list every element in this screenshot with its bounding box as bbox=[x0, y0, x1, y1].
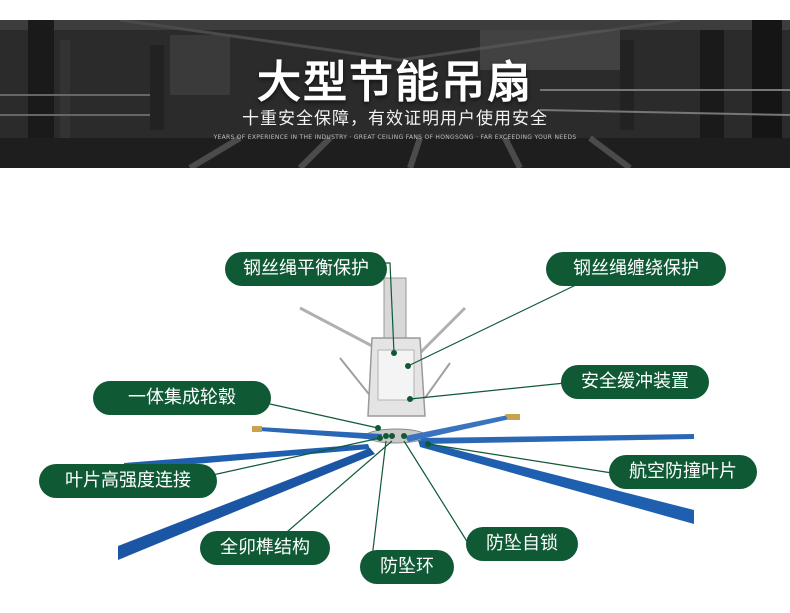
label-integrated-hub: 一体集成轮毂 bbox=[93, 381, 271, 415]
banner-title: 大型节能吊扇 bbox=[257, 57, 533, 108]
label-anti-fall-self-lock: 防坠自锁 bbox=[466, 527, 578, 561]
label-anti-fall-ring: 防坠环 bbox=[360, 550, 454, 584]
label-blade-high-strength-connection: 叶片高强度连接 bbox=[39, 464, 217, 498]
label-mortise-tenon-structure: 全卯榫结构 bbox=[200, 531, 330, 565]
banner-english-line: YEARS OF EXPERIENCE IN THE INDUSTRY · GR… bbox=[213, 134, 577, 141]
ceiling-fan-illustration bbox=[118, 262, 694, 560]
terminal-background-image bbox=[0, 20, 790, 168]
label-wire-balance-protection: 钢丝绳平衡保护 bbox=[225, 252, 387, 286]
label-aviation-anti-collision-blade: 航空防撞叶片 bbox=[609, 455, 757, 489]
fan-diagram: 钢丝绳平衡保护 钢丝绳缠绕保护 安全缓冲装置 一体集成轮毂 叶片高强度连接 航空… bbox=[0, 168, 790, 613]
header-banner: 大型节能吊扇 十重安全保障，有效证明用户使用安全 YEARS OF EXPERI… bbox=[0, 20, 790, 168]
label-wire-winding-protection: 钢丝绳缠绕保护 bbox=[546, 252, 726, 286]
label-safety-buffer-device: 安全缓冲装置 bbox=[561, 365, 709, 399]
banner-subtitle: 十重安全保障，有效证明用户使用安全 bbox=[242, 109, 548, 129]
